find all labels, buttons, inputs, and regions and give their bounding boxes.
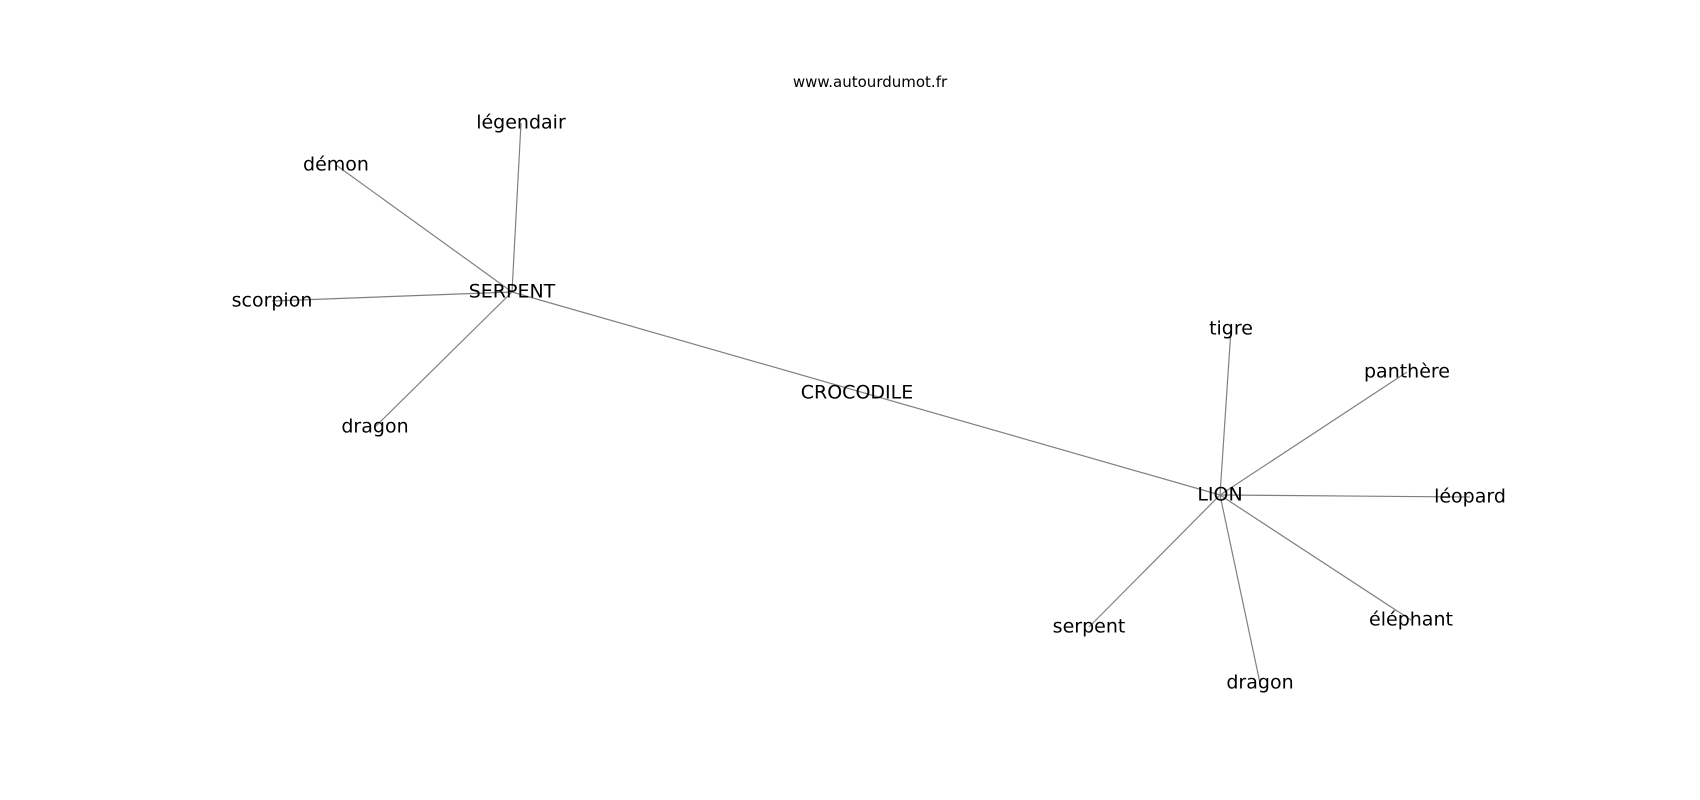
node-crocodile[interactable]: CROCODILE xyxy=(801,382,913,404)
node-dragon-right[interactable]: dragon xyxy=(1226,672,1293,694)
node-tigre[interactable]: tigre xyxy=(1209,318,1253,340)
edge-lion_hub-serpent_leaf xyxy=(1088,494,1221,628)
edge-serpent_hub-dragon_left xyxy=(374,291,513,428)
node-panthere[interactable]: panthère xyxy=(1364,361,1450,383)
node-dragon-left[interactable]: dragon xyxy=(341,416,408,438)
edge-group xyxy=(271,122,1471,684)
node-scorpion[interactable]: scorpion xyxy=(232,290,313,312)
edge-lion_hub-leopard xyxy=(1219,494,1471,498)
node-demon[interactable]: démon xyxy=(303,154,369,176)
edge-lion_hub-elephant xyxy=(1219,494,1412,621)
edge-lion_hub-dragon_right xyxy=(1219,494,1261,684)
edge-serpent_hub-legendair xyxy=(511,122,522,293)
node-legendair[interactable]: légendair xyxy=(476,112,566,134)
edge-lion_hub-tigre xyxy=(1219,328,1232,496)
node-lion-hub[interactable]: LION xyxy=(1197,484,1242,506)
edge-lion_hub-panthere xyxy=(1219,371,1408,496)
edge-serpent_hub-lion_hub xyxy=(511,291,1221,496)
node-serpent-hub[interactable]: SERPENT xyxy=(469,281,556,303)
edge-serpent_hub-demon xyxy=(335,164,513,293)
edge-serpent_hub-scorpion xyxy=(271,291,513,302)
node-serpent-leaf[interactable]: serpent xyxy=(1053,616,1126,638)
node-elephant[interactable]: éléphant xyxy=(1369,609,1453,631)
node-group: CROCODILE SERPENT LION légendair démon scorpi… xyxy=(232,112,1506,694)
site-url-label[interactable]: www.autourdumot.fr xyxy=(793,73,948,91)
node-leopard[interactable]: léopard xyxy=(1434,486,1506,508)
